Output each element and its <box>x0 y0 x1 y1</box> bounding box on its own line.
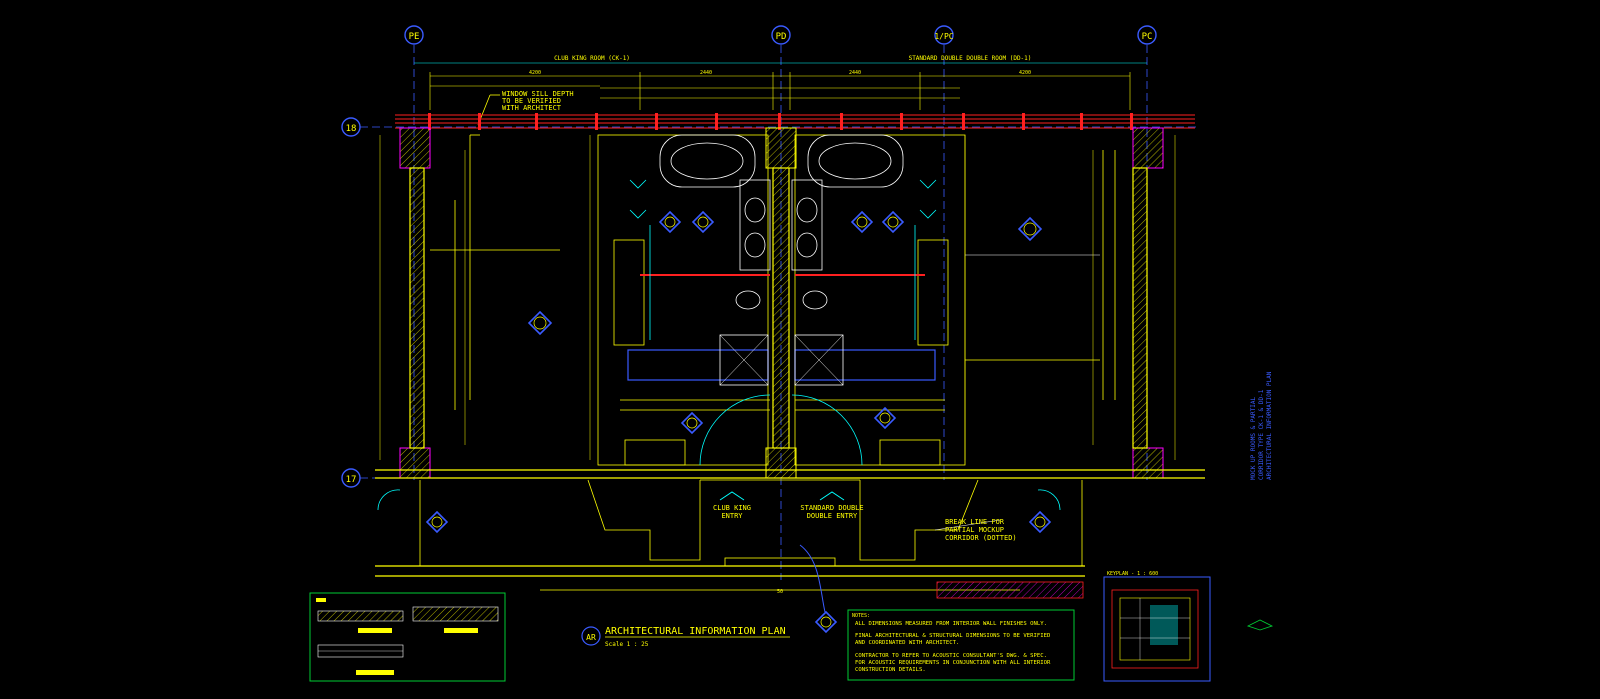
section-leader <box>799 544 826 613</box>
svg-text:17: 17 <box>346 475 357 485</box>
svg-text:WITH ARCHITECT: WITH ARCHITECT <box>502 104 562 112</box>
drawing-title: AR ARCHITECTURAL INFORMATION PLAN Scale … <box>581 626 790 648</box>
svg-text:TO BE VERIFIED: TO BE VERIFIED <box>502 97 561 105</box>
svg-text:PARTIAL MOCKUP: PARTIAL MOCKUP <box>945 526 1004 534</box>
svg-text:NOTES:: NOTES: <box>852 613 870 619</box>
svg-text:CONTRACTOR TO REFER TO ACOUSTI: CONTRACTOR TO REFER TO ACOUSTIC CONSULTA… <box>855 653 1047 659</box>
outer-walls <box>375 167 1205 577</box>
top-dimension-strings <box>429 72 1131 110</box>
dim-2440-right: 2440 <box>849 70 861 76</box>
svg-text:DOUBLE ENTRY: DOUBLE ENTRY <box>807 512 858 520</box>
finish-tag-circles <box>431 216 1046 628</box>
room-titles: CLUB KING ROOM (CK-1) STANDARD DOUBLE DO… <box>414 55 1147 64</box>
drawing-bubble: AR <box>586 633 596 642</box>
dim-4200-right: 4200 <box>1019 70 1031 76</box>
standard-double-room <box>791 134 1116 466</box>
grid-bubble-pc: PC <box>1137 25 1157 45</box>
finish-tag-diamonds <box>425 210 1052 634</box>
vertical-dimension-strings <box>379 135 1176 460</box>
sheet-title-vertical: MOCK UP ROOMS & PARTIAL CORRIDOR TYPE CK… <box>1250 371 1273 480</box>
bottom-dim: 50 <box>777 589 783 595</box>
club-king-room <box>430 134 771 466</box>
svg-text:CORRIDOR TYPE CK-1 & DD-1: CORRIDOR TYPE CK-1 & DD-1 <box>1258 389 1265 480</box>
dim-4200-left: 4200 <box>529 70 541 76</box>
grid-bubble-pd: PD <box>771 25 791 45</box>
notes-box: NOTES: ALL DIMENSIONS MEASURED FROM INTE… <box>847 609 1075 681</box>
svg-text:WINDOW SILL DEPTH: WINDOW SILL DEPTH <box>502 90 574 98</box>
detail-box <box>309 592 506 682</box>
corridor <box>377 479 1084 599</box>
svg-text:STANDARD DOUBLE: STANDARD DOUBLE <box>800 504 863 512</box>
keyplan: KEYPLAN - 1 : 600 <box>1103 571 1211 682</box>
drawing-scale: Scale 1 : 25 <box>605 641 649 648</box>
svg-text:FINAL ARCHITECTURAL & STRUCTUR: FINAL ARCHITECTURAL & STRUCTURAL DIMENSI… <box>855 633 1051 639</box>
svg-text:PD: PD <box>776 32 787 42</box>
keyplan-label: KEYPLAN - 1 : 600 <box>1107 571 1158 577</box>
svg-text:CORRIDOR (DOTTED): CORRIDOR (DOTTED) <box>945 534 1017 542</box>
svg-text:CONSTRUCTION DETAILS.: CONSTRUCTION DETAILS. <box>855 667 926 673</box>
svg-text:CLUB KING: CLUB KING <box>713 504 751 512</box>
entry-labels: CLUB KING ENTRY STANDARD DOUBLE DOUBLE E… <box>713 504 864 520</box>
svg-text:PC: PC <box>1142 32 1153 42</box>
svg-text:FOR ACOUSTIC REQUIREMENTS IN C: FOR ACOUSTIC REQUIREMENTS IN CONJUNCTION… <box>855 660 1051 666</box>
svg-text:MOCK UP ROOMS & PARTIAL: MOCK UP ROOMS & PARTIAL <box>1250 397 1257 480</box>
entry-arrows <box>719 491 845 501</box>
svg-text:ENTRY: ENTRY <box>721 512 743 520</box>
svg-text:ARCHITECTURAL INFORMATION PLAN: ARCHITECTURAL INFORMATION PLAN <box>1266 371 1273 480</box>
drawing-title-text: ARCHITECTURAL INFORMATION PLAN <box>605 626 786 637</box>
facade-window-line <box>395 114 1195 129</box>
structural-columns <box>399 127 1164 479</box>
break-line-note: BREAK LINE FOR PARTIAL MOCKUP CORRIDOR (… <box>945 518 1017 542</box>
grid-bubble-18: 18 <box>341 117 361 137</box>
svg-text:1/PC: 1/PC <box>934 32 953 41</box>
facade-mullions <box>428 113 1133 130</box>
svg-text:ALL DIMENSIONS MEASURED FROM I: ALL DIMENSIONS MEASURED FROM INTERIOR WA… <box>855 621 1047 627</box>
ceiling-tags <box>629 179 937 340</box>
svg-text:BREAK LINE FOR: BREAK LINE FOR <box>945 518 1005 526</box>
svg-text:AND COORDINATED WITH ARCHITECT: AND COORDINATED WITH ARCHITECT. <box>855 640 959 646</box>
grid-bubble-17: 17 <box>341 468 361 488</box>
dim-2440-left: 2440 <box>700 70 712 76</box>
svg-text:PE: PE <box>409 32 420 42</box>
north-arrow <box>1246 619 1274 631</box>
grid-bubble-pe: PE <box>404 25 424 45</box>
standard-double-room-title: STANDARD DOUBLE DOUBLE ROOM (DD-1) <box>909 55 1032 62</box>
svg-text:18: 18 <box>346 124 357 134</box>
club-king-room-title: CLUB KING ROOM (CK-1) <box>554 55 630 62</box>
grid-bubble-1pc: 1/PC <box>934 25 954 45</box>
